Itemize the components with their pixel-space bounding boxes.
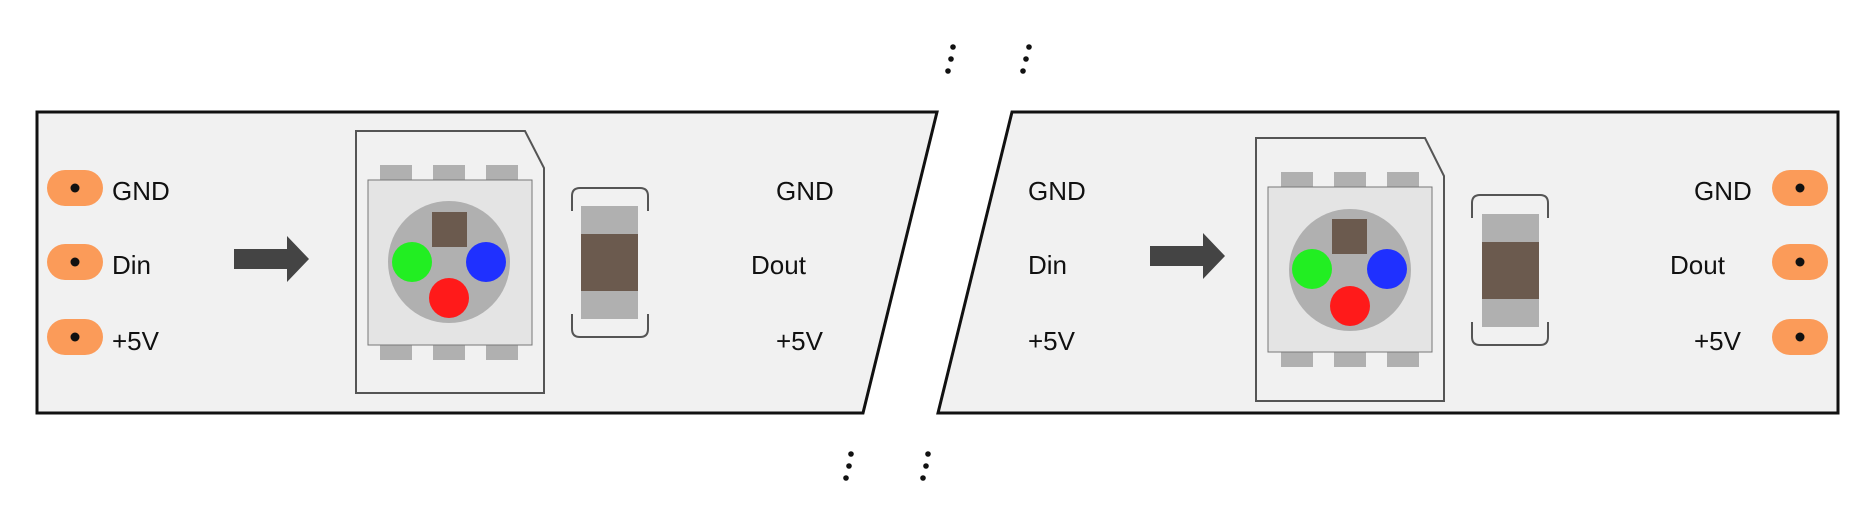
- segment-2-output-pads: [1772, 170, 1828, 355]
- segment-1-gnd-out-label: GND: [776, 176, 834, 206]
- rgb-led-chip-icon: [1255, 137, 1445, 402]
- data-direction-arrow-icon: [1150, 233, 1225, 279]
- segment-1-din-label: Din: [112, 250, 151, 280]
- segment-1-5v-in-label: +5V: [112, 326, 160, 356]
- solder-pad-icon: [47, 170, 103, 206]
- segment-1-input-pads: [47, 170, 103, 355]
- segment-2-dout-label: Dout: [1670, 250, 1726, 280]
- segment-1-dout-label: Dout: [751, 250, 807, 280]
- solder-pad-icon: [47, 319, 103, 355]
- smd-resistor-icon: [1471, 194, 1549, 346]
- segment-2-gnd-out-label: GND: [1694, 176, 1752, 206]
- cut-marks-top: [945, 44, 1032, 74]
- cut-mark-icon: [843, 451, 854, 481]
- cut-mark-icon: [945, 44, 956, 74]
- rgb-led-chip-icon: [355, 130, 545, 394]
- segment-2-5v-out-label: +5V: [1694, 326, 1742, 356]
- segment-1-5v-out-label: +5V: [776, 326, 824, 356]
- segment-2-5v-in-label: +5V: [1028, 326, 1076, 356]
- strip-segment-1: GND Din +5V GND: [35, 110, 939, 415]
- cut-mark-icon: [920, 451, 931, 481]
- data-direction-arrow-icon: [234, 236, 309, 282]
- segment-2-din-label: Din: [1028, 250, 1067, 280]
- solder-pad-icon: [47, 244, 103, 280]
- cut-marks-bottom: [843, 451, 931, 481]
- solder-pad-icon: [1772, 319, 1828, 355]
- segment-1-gnd-in-label: GND: [112, 176, 170, 206]
- solder-pad-icon: [1772, 170, 1828, 206]
- solder-pad-icon: [1772, 244, 1828, 280]
- smd-resistor-icon: [571, 187, 649, 338]
- strip-segment-2: GND Din +5V GND: [936, 110, 1840, 415]
- segment-2-gnd-in-label: GND: [1028, 176, 1086, 206]
- cut-mark-icon: [1020, 44, 1032, 74]
